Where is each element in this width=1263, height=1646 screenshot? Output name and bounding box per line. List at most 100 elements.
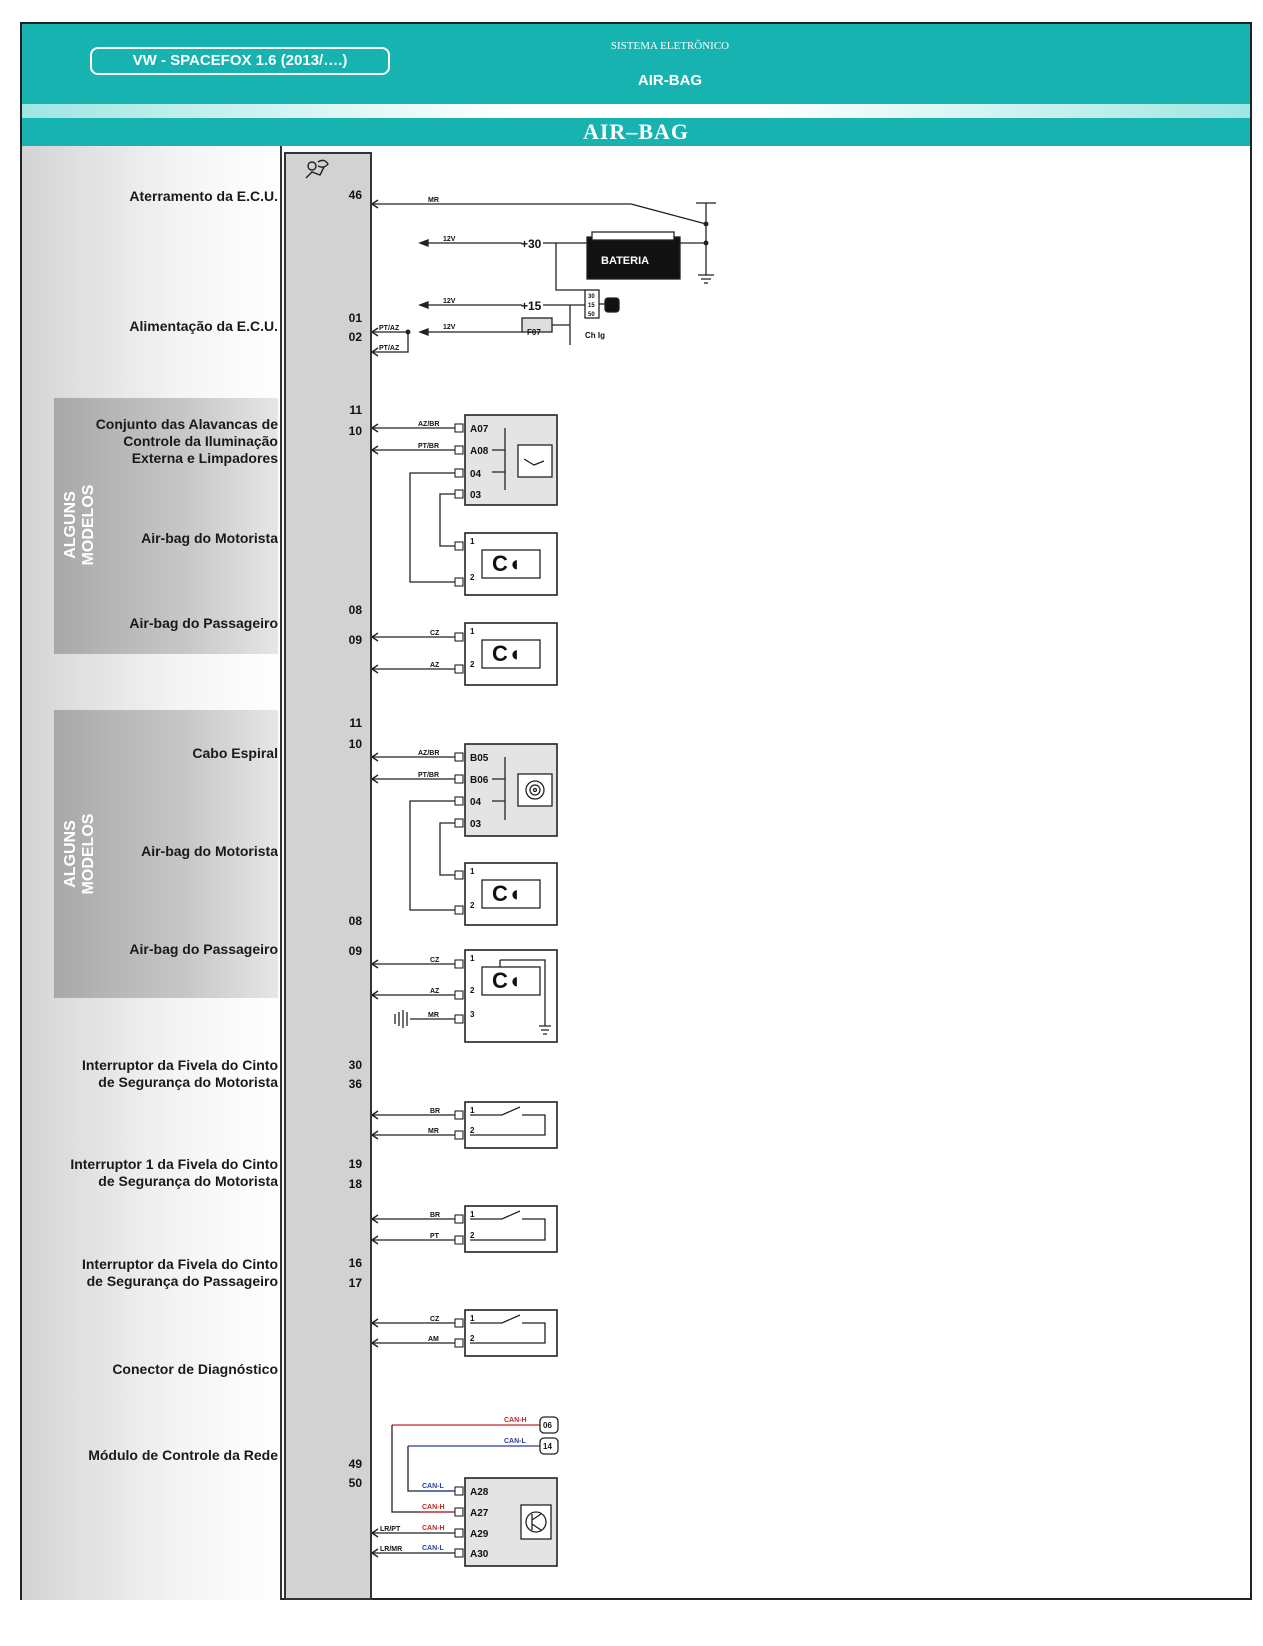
voltage-label-30: 12V <box>443 236 456 243</box>
wire-label-am-17: AM <box>428 1336 439 1343</box>
bs1-pin2: 2 <box>470 1231 475 1240</box>
label-ecu-power: Alimentação da E.C.U. <box>129 318 278 334</box>
label-passenger-airbag-2: Air-bag do Passageiro <box>129 941 278 957</box>
section-header: AIR–BAG <box>22 118 1250 146</box>
model-title: VW - SPACEFOX 1.6 (2013/….) <box>90 47 390 75</box>
diag-pin-14 <box>539 1437 559 1455</box>
label-fuse: F07 <box>527 328 541 337</box>
ecu-pin-09b: 09 <box>348 944 362 958</box>
bsd-pin1: 1 <box>470 1106 475 1115</box>
ground-symbol <box>698 274 714 284</box>
ign-pin-15: 15 <box>588 303 595 309</box>
column-separator <box>280 146 282 1600</box>
belt-switch-driver-connector <box>464 1101 558 1149</box>
wire-label-azbr-a: AZ/BR <box>418 421 439 428</box>
network-pin-a29: A29 <box>470 1529 489 1540</box>
ecu-pin-10a: 10 <box>348 424 362 438</box>
wire-label-canl-diag: CAN-L <box>504 1438 526 1445</box>
label-network-module: Módulo de Controle da Rede <box>88 1447 278 1463</box>
wire-lever-04 <box>409 472 455 583</box>
airbag-glyph-3: C◖ <box>492 881 521 906</box>
ecu-pin-08a: 08 <box>348 603 362 617</box>
group-background-2 <box>54 710 278 998</box>
wire-label-canh-a29: CAN-H <box>422 1525 445 1532</box>
wire-lever-03 <box>439 493 455 547</box>
airbag-system-icon <box>305 159 329 179</box>
diag-pin-06-label: 06 <box>543 1421 552 1430</box>
wire-label-ptbr-b: PT/BR <box>418 772 439 779</box>
wire-label-cz-a: CZ <box>430 630 440 637</box>
belt-switch1-driver-contact <box>470 1210 546 1241</box>
network-pin-a27: A27 <box>470 1508 489 1519</box>
belt-switch-passenger-contact <box>470 1314 546 1344</box>
ecu-pin-01: 01 <box>348 311 362 325</box>
header-bar <box>22 24 1250 104</box>
network-pin-a30: A30 <box>470 1549 489 1560</box>
belt-switch-passenger-connector <box>464 1309 558 1357</box>
belt-switch-driver-contact <box>470 1106 546 1136</box>
da2-pin1: 1 <box>470 867 475 876</box>
label-battery: BATERIA <box>601 255 649 267</box>
wire-spiral-04 <box>409 800 455 911</box>
label-driver-airbag-2: Air-bag do Motorista <box>141 843 278 859</box>
ecu-pin-50: 50 <box>348 1476 362 1490</box>
network-pin-a28: A28 <box>470 1487 489 1498</box>
ecu-pin-02: 02 <box>348 330 362 344</box>
ecu-pin-19: 19 <box>348 1157 362 1171</box>
spiral-icon <box>517 773 553 807</box>
wire-label-ptbr-a: PT/BR <box>418 443 439 450</box>
spiral-pin-03: 03 <box>470 819 482 830</box>
airbag-glyph-2: C◖ <box>492 641 521 666</box>
pa2-pin2: 2 <box>470 986 475 995</box>
diag-pin-14-label: 14 <box>543 1442 552 1451</box>
lever-pin-a07: A07 <box>470 424 489 435</box>
wire-label-canh-a27: CAN-H <box>422 1504 445 1511</box>
page-frame <box>20 22 1252 1600</box>
wire-label-canl-a28: CAN-L <box>422 1483 444 1490</box>
wire-label-canl-a30: CAN-L <box>422 1545 444 1552</box>
label-spiral-cable: Cabo Espiral <box>192 745 278 761</box>
ecu-pin-17: 17 <box>348 1276 362 1290</box>
wire-label-az-a: AZ <box>430 662 440 669</box>
pa2-pin3: 3 <box>470 1010 475 1019</box>
wire-label-pt-18: PT <box>430 1233 440 1240</box>
wire-label-cz-b: CZ <box>430 957 440 964</box>
spiral-pin-b05: B05 <box>470 753 489 764</box>
bsd-pin2: 2 <box>470 1126 475 1135</box>
label-plus15: +15 <box>521 299 542 313</box>
da2-pin2: 2 <box>470 901 475 910</box>
label-belt-switch-driver: Interruptor da Fivela do Cinto de Segura… <box>81 1057 278 1090</box>
airbag-icon-driver-1 <box>481 549 541 579</box>
ign-pin-50: 50 <box>588 312 595 318</box>
ignition-key-icon <box>604 297 620 313</box>
bs1-pin1: 1 <box>470 1210 475 1219</box>
pa1-pin2: 2 <box>470 660 475 669</box>
label-ignition: Ch Ig <box>585 331 605 340</box>
group-background-1 <box>54 398 278 654</box>
ecu-pin-46: 46 <box>348 188 362 202</box>
ign-pin-30: 30 <box>588 294 595 300</box>
wire-label-br-19: BR <box>430 1212 440 1219</box>
lever-pin-03: 03 <box>470 490 482 501</box>
wire-spiral-03 <box>439 822 455 876</box>
wire-label-ptaz-02: PT/AZ <box>379 345 400 352</box>
spiral-pin-b06: B06 <box>470 775 489 786</box>
wire-label-cz-16: CZ <box>430 1316 440 1323</box>
wire-ground-ecu <box>372 203 707 225</box>
voltage-label-15: 12V <box>443 298 456 305</box>
wire-label-lrmr: LR/MR <box>380 1546 402 1553</box>
da1-pin2: 2 <box>470 573 475 582</box>
label-driver-airbag-1: Air-bag do Motorista <box>141 530 278 546</box>
wire-label-br-30: BR <box>430 1108 440 1115</box>
label-belt-switch1-driver: Interruptor 1 da Fivela do Cinto de Segu… <box>70 1156 278 1189</box>
belt-switch1-driver-connector <box>464 1205 558 1253</box>
label-passenger-airbag-1: Air-bag do Passageiro <box>129 615 278 631</box>
switch-icon <box>517 444 553 478</box>
wire-label-azbr-b: AZ/BR <box>418 750 439 757</box>
diag-pin-06 <box>539 1416 559 1434</box>
system-name: AIR-BAG <box>637 72 703 89</box>
voltage-label-ign: 12V <box>443 324 456 331</box>
lever-pin-04: 04 <box>470 469 482 480</box>
bsp-pin1: 1 <box>470 1314 475 1323</box>
